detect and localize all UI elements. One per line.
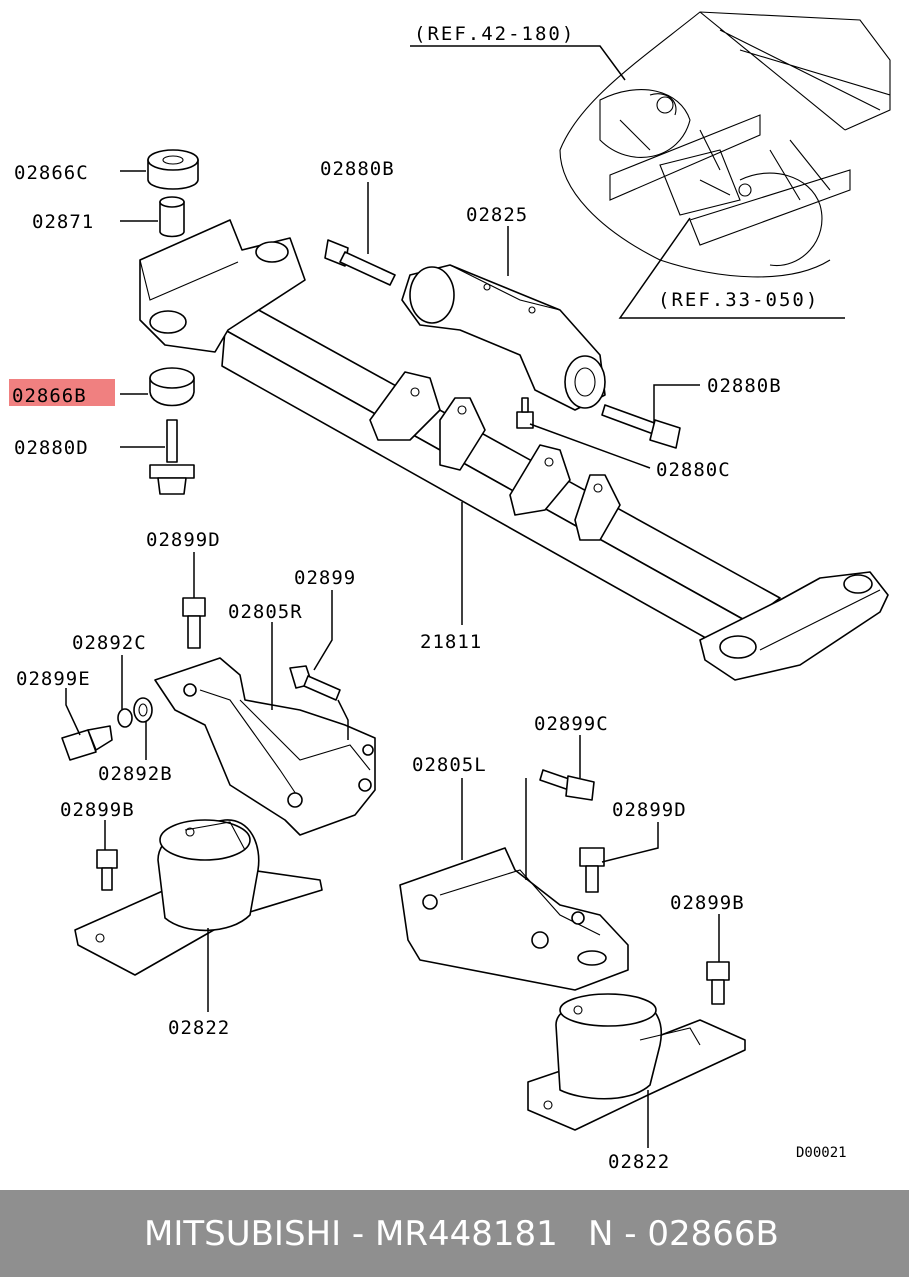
bracket-02805R — [154, 657, 376, 836]
bushing-02866B — [149, 367, 195, 407]
footer-brand-part: MITSUBISHI - MR448181 — [144, 1214, 558, 1254]
leader-lines — [65, 45, 845, 1148]
label-02892B: 02892B — [98, 763, 173, 785]
label-02899D-right: 02899D — [612, 799, 687, 821]
drawing-code: D00021 — [796, 1145, 847, 1161]
bolt-02899C — [539, 769, 595, 801]
label-02805L: 02805L — [412, 754, 487, 776]
label-02892C: 02892C — [72, 632, 147, 654]
label-02880C: 02880C — [656, 459, 731, 481]
vehicle-reference-sketch — [559, 11, 891, 278]
nut-02899E — [61, 725, 113, 761]
label-02899B-left: 02899B — [60, 799, 135, 821]
bushing-02866C — [147, 149, 199, 190]
label-02866B: 02866B — [12, 385, 87, 407]
crossmember-21811 — [139, 219, 889, 681]
mount-02822-right — [527, 993, 746, 1131]
mount-02825 — [401, 264, 606, 411]
label-02899: 02899 — [294, 567, 356, 589]
bolt-02880B-right — [601, 404, 681, 449]
washer-02892B — [133, 697, 153, 723]
washer-02892C — [117, 708, 133, 728]
label-21811: 21811 — [420, 631, 482, 653]
highlight-box — [9, 379, 115, 406]
bolt-02899 — [289, 665, 341, 701]
label-02899C: 02899C — [534, 713, 609, 735]
sleeve-02871 — [159, 196, 185, 238]
footer-bar: MITSUBISHI - MR448181 N - 02866B — [0, 1190, 909, 1277]
label-02880B-right: 02880B — [707, 375, 782, 397]
label-02822-right: 02822 — [608, 1151, 670, 1173]
ref-label-33-050: (REF.33-050) — [658, 289, 819, 311]
bolt-02899B-left — [96, 849, 118, 891]
label-02871: 02871 — [32, 211, 94, 233]
label-02880D: 02880D — [14, 437, 89, 459]
label-02899E: 02899E — [16, 668, 91, 690]
bolt-02899D-right — [579, 847, 605, 893]
bracket-02805L — [399, 847, 629, 991]
bolt-02899D-left — [182, 597, 206, 649]
nut-02880C — [516, 397, 534, 429]
label-02825: 02825 — [466, 204, 528, 226]
label-02899B-right: 02899B — [670, 892, 745, 914]
mount-02822-left — [74, 819, 323, 976]
parts-diagram: (REF.42-180) (REF.33-050) 02866C 02871 0… — [9, 11, 891, 1173]
bolt-02880B-top — [324, 239, 396, 286]
label-02822-left: 02822 — [168, 1017, 230, 1039]
ref-label-42-180: (REF.42-180) — [414, 23, 575, 45]
label-02899D-left: 02899D — [146, 529, 221, 551]
label-02866C: 02866C — [14, 162, 89, 184]
label-02805R: 02805R — [228, 601, 303, 623]
footer-ref-part: N - 02866B — [588, 1214, 779, 1254]
bolt-02880D — [149, 419, 195, 495]
label-02880B-top: 02880B — [320, 158, 395, 180]
bolt-02899B-right — [706, 961, 730, 1005]
